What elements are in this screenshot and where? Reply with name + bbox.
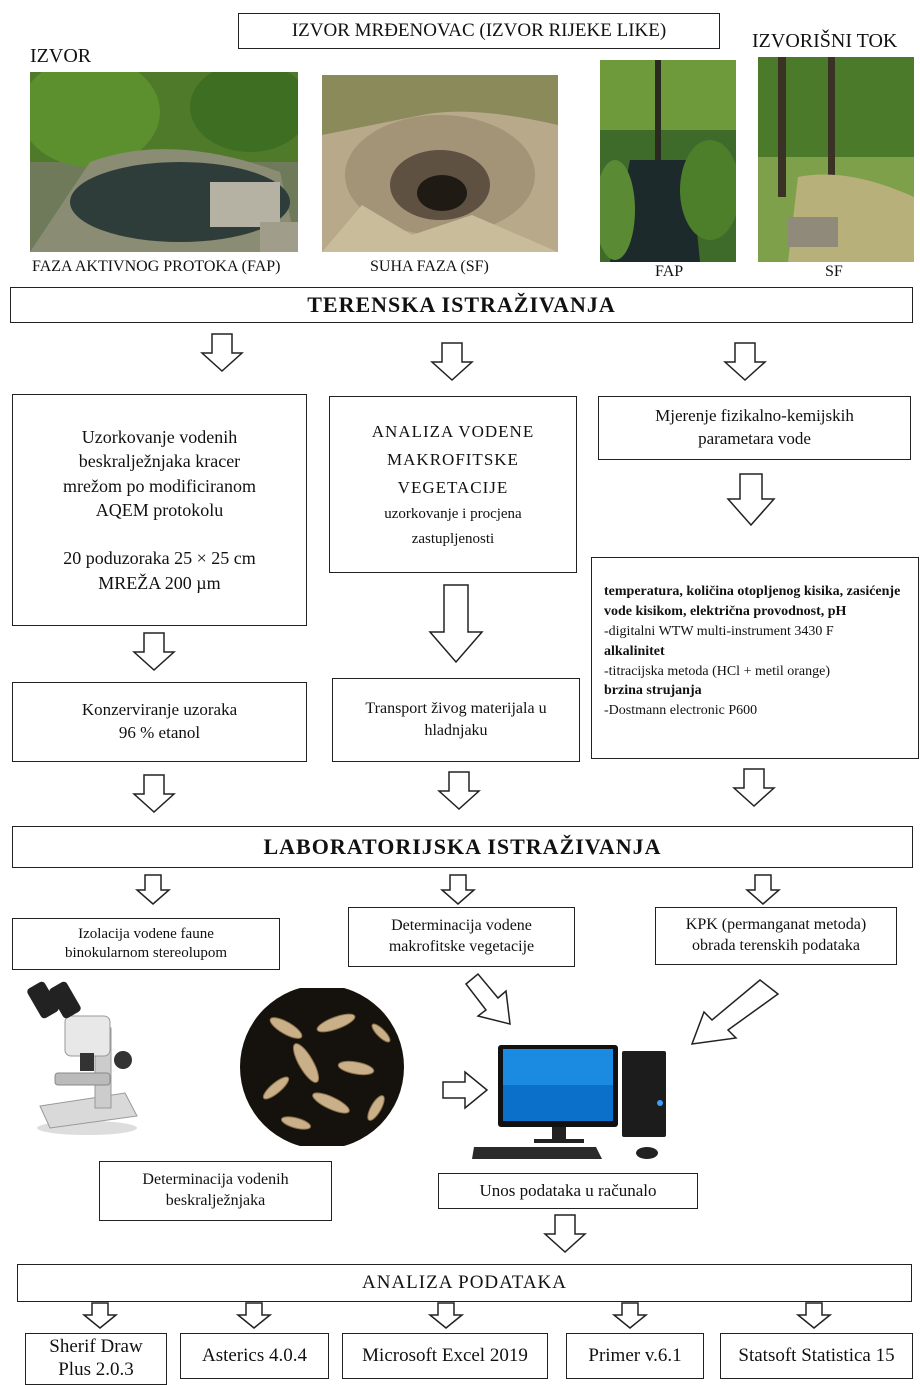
parameter-heading: brzina strujanja (604, 683, 702, 699)
macrophyte-subtext: uzorkovanje i procjena zastupljenosti (384, 505, 522, 547)
arrow-down-icon (135, 874, 171, 905)
invertebrates-photo (236, 988, 408, 1146)
macrophyte-heading: ANALIZA VODENE MAKROFITSKE VEGETACIJE (371, 421, 535, 497)
sampling-box: Uzorkovanje vodenih beskralježnjaka krac… (12, 394, 307, 626)
parameter-method: -digitalni WTW multi-instrument 3430 F (604, 623, 834, 639)
transport-text: Transport živog materijala u hladnjaku (365, 700, 547, 739)
kpk-box: KPK (permanganat metoda) obrada terenski… (655, 907, 897, 965)
kpk-text: KPK (permanganat metoda) obrada terenski… (685, 916, 867, 954)
data-entry-box: Unos podataka u računalo (438, 1173, 698, 1209)
sampling-text: Uzorkovanje vodenih beskralježnjaka krac… (63, 426, 256, 593)
fap-short-caption: FAP (655, 263, 684, 280)
stream-active-photo (600, 60, 736, 262)
spring-dry-image (322, 75, 558, 252)
analysis-title: ANALIZA PODATAKA (362, 1272, 567, 1293)
macrophyte-box: ANALIZA VODENE MAKROFITSKE VEGETACIJE uz… (329, 396, 577, 573)
arrow-down-icon (428, 1302, 464, 1329)
sf-caption: SUHA FAZA (SF) (370, 258, 489, 275)
izvor-label: IZVOR (30, 45, 92, 67)
parameter-heading: alkalinitet (604, 643, 665, 659)
invertebrates-image (236, 988, 408, 1146)
arrow-down-icon (200, 333, 244, 373)
izvorisni-tok-label: IZVORIŠNI TOK (752, 30, 898, 52)
physchem-text: Mjerenje fizikalno-kemijskih parametara … (655, 406, 854, 448)
data-entry-text: Unos podataka u računalo (479, 1181, 657, 1200)
arrow-down-icon (732, 768, 776, 808)
arrow-down-icon (745, 874, 781, 905)
spring-active-image (30, 72, 298, 252)
arrow-down-icon (132, 632, 176, 672)
arrow-down-icon (236, 1302, 272, 1329)
tool-name: Sherif Draw Plus 2.0.3 (49, 1336, 143, 1380)
tool-box: Asterics 4.0.4 (180, 1333, 329, 1379)
spring-active-photo (30, 72, 298, 252)
arrow-right-icon (442, 1070, 489, 1110)
lab-research-title: LABORATORIJSKA ISTRAŽIVANJA (263, 834, 662, 859)
sf-short-caption: SF (825, 263, 843, 280)
invertebrate-determination-text: Determinacija vodenih beskralježnjaka (142, 1171, 289, 1209)
site-title-box: IZVOR MRĐENOVAC (IZVOR RIJEKE LIKE) (238, 13, 720, 49)
tool-name: Statsoft Statistica 15 (738, 1345, 895, 1366)
invertebrate-determination-box: Determinacija vodenih beskralježnjaka (99, 1161, 332, 1221)
arrow-down-icon (440, 874, 476, 905)
computer-image (472, 1045, 666, 1159)
parameter-heading: temperatura, količina otopljenog kisika,… (604, 584, 901, 619)
parameter-method: -Dostmann electronic P600 (604, 703, 758, 719)
arrow-down-icon (430, 342, 474, 382)
isolation-box: Izolacija vodene faune binokularnom ster… (12, 918, 280, 970)
tool-box: Statsoft Statistica 15 (720, 1333, 913, 1379)
fap-caption: FAZA AKTIVNOG PROTOKA (FAP) (32, 258, 281, 275)
spring-dry-photo (322, 75, 558, 252)
tool-box: Primer v.6.1 (566, 1333, 704, 1379)
arrow-down-icon (796, 1302, 832, 1329)
analysis-banner: ANALIZA PODATAKA (17, 1264, 912, 1302)
transport-box: Transport živog materijala u hladnjaku (332, 678, 580, 762)
preservation-text: Konzerviranje uzoraka 96 % etanol (81, 700, 238, 742)
parameters-box: temperatura, količina otopljenog kisika,… (591, 557, 919, 759)
parameter-method: -titracijska metoda (HCl + metil orange) (604, 663, 830, 679)
stream-dry-photo (758, 57, 914, 262)
tool-name: Microsoft Excel 2019 (362, 1345, 528, 1366)
arrow-down-long-icon (428, 584, 484, 664)
arrow-down-icon (437, 771, 481, 811)
tool-box: Sherif Draw Plus 2.0.3 (25, 1333, 167, 1385)
isolation-text: Izolacija vodene faune binokularnom ster… (64, 925, 228, 962)
arrow-down-icon (543, 1214, 587, 1254)
tool-name: Primer v.6.1 (588, 1345, 682, 1366)
tool-name: Asterics 4.0.4 (201, 1345, 307, 1366)
lab-research-banner: LABORATORIJSKA ISTRAŽIVANJA (12, 826, 913, 868)
microscope-image (27, 981, 138, 1135)
parameters-list: temperatura, količina otopljenog kisika,… (604, 582, 908, 721)
arrow-diagonal-icon (690, 979, 780, 1045)
arrow-down-long-icon (726, 473, 776, 527)
arrow-diagonal-icon (464, 972, 511, 1025)
field-research-banner: TERENSKA ISTRAŽIVANJA (10, 287, 913, 323)
physchem-box: Mjerenje fizikalno-kemijskih parametara … (598, 396, 911, 460)
macrophyte-determination-text: Determinacija vodene makrofitske vegetac… (388, 917, 535, 955)
macrophyte-determination-box: Determinacija vodene makrofitske vegetac… (348, 907, 575, 967)
arrow-down-icon (612, 1302, 648, 1329)
preservation-box: Konzerviranje uzoraka 96 % etanol (12, 682, 307, 762)
arrow-down-icon (723, 342, 767, 382)
arrow-down-icon (82, 1302, 118, 1329)
stream-dry-image (758, 57, 914, 262)
arrow-down-icon (132, 774, 176, 814)
field-research-title: TERENSKA ISTRAŽIVANJA (307, 292, 616, 317)
site-title: IZVOR MRĐENOVAC (IZVOR RIJEKE LIKE) (291, 20, 667, 41)
tool-box: Microsoft Excel 2019 (342, 1333, 548, 1379)
stream-active-image (600, 60, 736, 262)
